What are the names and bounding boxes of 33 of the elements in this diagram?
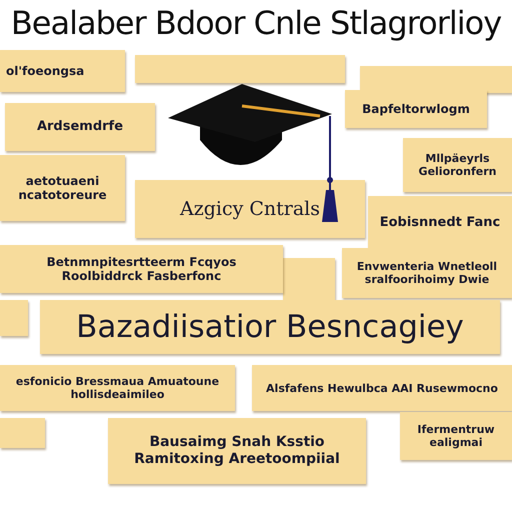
label-text: ol'foeongsa	[6, 64, 84, 78]
label-card	[0, 365, 235, 411]
label-card	[400, 412, 512, 460]
label-text: Betnmnpitesrtteerm Fcqyos Roolbiddrck Fasberfonc	[46, 255, 238, 283]
title-text: Bealaber Bdoor Cnle Stlagrorlioy	[10, 4, 502, 42]
label-card	[403, 138, 512, 192]
label-text: Alsfafens Hewulbca AAI Rusewmocno	[266, 382, 498, 394]
label-text: aetotuaeni ncatotoreure	[17, 174, 108, 202]
label-card	[342, 248, 512, 298]
label-text: Bazadiisatior Besncagiey	[76, 308, 464, 346]
label-card	[345, 90, 487, 128]
empty-label-box	[0, 418, 45, 448]
empty-label-box	[135, 55, 345, 83]
label-text: Eobisnnedt Fanc	[380, 215, 500, 231]
label-card	[40, 300, 500, 354]
label-card	[135, 180, 365, 238]
label-card	[368, 196, 512, 250]
label-card	[0, 155, 125, 221]
label-text: Ifermentruw ealigmai	[416, 423, 496, 449]
label-text: Bausaimg Snah Ksstio Ramitoxing Areetoompiial	[133, 434, 341, 468]
label-card	[5, 103, 155, 151]
label-text: Bapfeltorwlogm	[362, 102, 470, 116]
label-card	[0, 245, 283, 293]
empty-label-box	[0, 300, 28, 336]
label-card	[0, 50, 125, 92]
label-text: Envwenteria Wnetleoll sralfoorihoimy Dwie	[356, 260, 498, 286]
label-text: Mllpäeyrls Gelioronfern	[418, 152, 498, 178]
label-card	[252, 365, 512, 411]
label-text: esfonicio Bressmaua Amuatoune hollisdeaimileo	[14, 375, 220, 401]
label-text: Azgicy Cntrals	[180, 198, 320, 220]
label-text: Ardsemdrfe	[36, 119, 124, 135]
empty-label-box	[360, 66, 512, 93]
label-card	[108, 418, 366, 484]
